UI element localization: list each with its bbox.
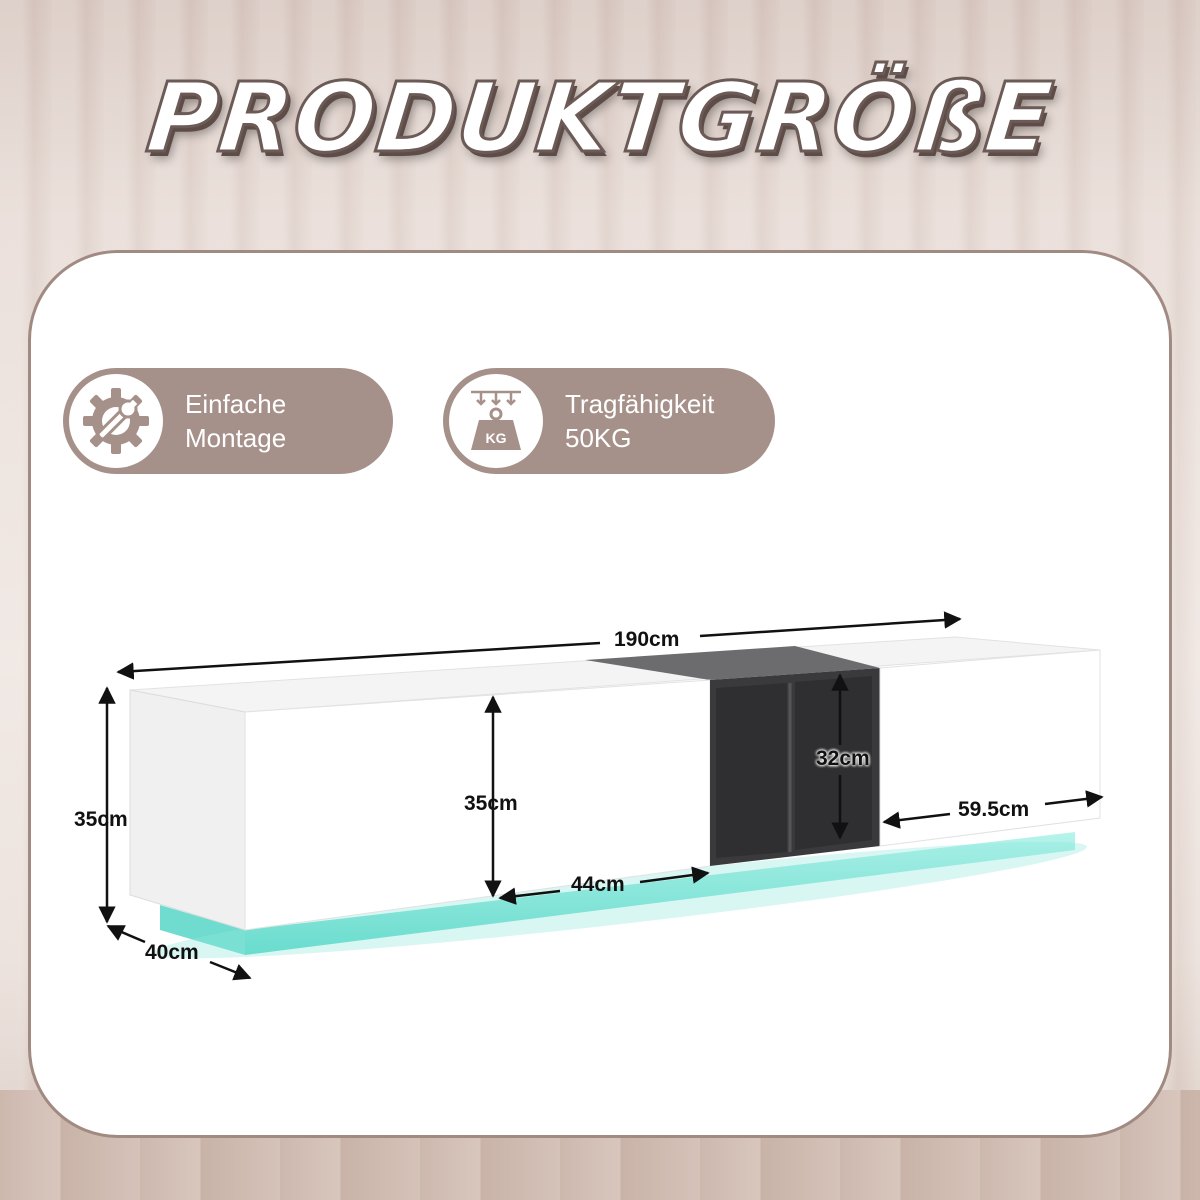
feature-label-line2: 50KG [565,423,632,453]
dim-right-width: 59.5cm [958,798,1030,821]
feature-label-line1: Tragfähigkeit [565,389,715,419]
weight-icon-label: KG [486,430,507,446]
feature-easy-assembly: Einfache Montage [63,368,393,474]
dim-depth: 40cm [145,941,199,964]
dim-front-height: 35cm [464,792,518,815]
led-light-strip [153,832,1087,959]
dim-side-height: 35cm [74,808,128,831]
weight-kg-icon: KG [449,374,543,468]
dim-total-width: 190cm [614,628,680,651]
open-shelf-top [585,646,880,680]
cabinet-side [129,689,246,931]
dim-shelf-height: 32cm [816,747,870,770]
gear-wrench-icon [69,374,163,468]
feature-label-line2: Montage [185,423,287,453]
feature-load-capacity: KG Tragfähigkeit 50KG [443,368,775,474]
right-door [879,649,1101,847]
dim-door-width: 44cm [571,873,625,896]
feature-label-line1: Einfache [185,389,287,419]
